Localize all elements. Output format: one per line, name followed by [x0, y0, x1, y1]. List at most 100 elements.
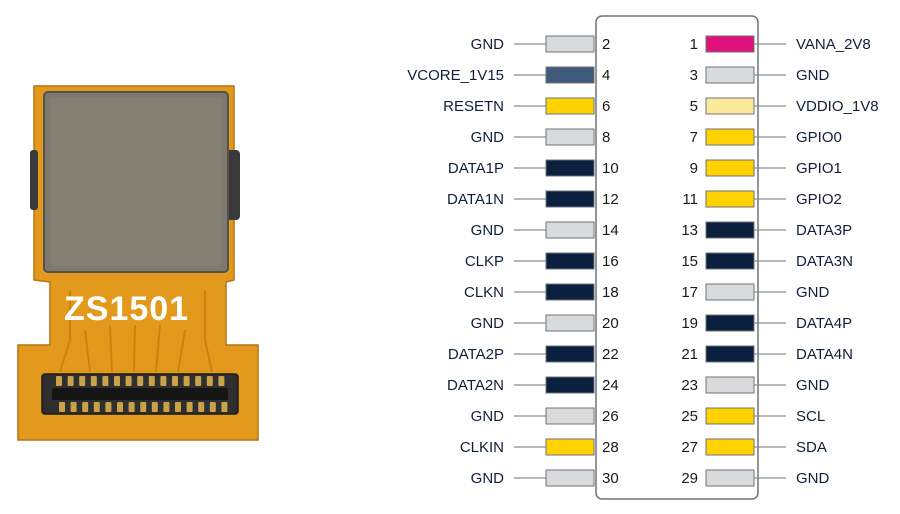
- pin-swatch: [545, 469, 595, 487]
- pin-row: 21 DATA4N: [681, 345, 853, 363]
- pin-label: GND: [796, 67, 830, 84]
- connector-contact: [56, 376, 62, 386]
- pin-swatch: [705, 221, 755, 239]
- pin-swatch: [705, 376, 755, 394]
- pin-swatch: [545, 221, 595, 239]
- connector-contact: [93, 402, 100, 412]
- pin-number: 6: [602, 98, 610, 115]
- pin-label: GPIO1: [796, 160, 842, 177]
- board-connector-slot: [52, 388, 228, 400]
- pin-label: GPIO2: [796, 191, 842, 208]
- pin-row: 19 DATA4P: [681, 314, 852, 332]
- connector-contacts-top: [56, 376, 225, 386]
- connector-contact: [59, 402, 65, 412]
- pin-label: DATA4P: [796, 315, 852, 332]
- pin-label: DATA2N: [447, 377, 504, 394]
- pin-number: 26: [602, 408, 619, 425]
- pin-number: 23: [681, 377, 698, 394]
- camera-module: ZS1501: [17, 85, 259, 441]
- pin-number: 27: [681, 439, 698, 456]
- connector-contact: [140, 402, 147, 412]
- pin-label: CLKIN: [460, 439, 504, 456]
- connector-contact: [70, 402, 77, 412]
- shield-can-top: [50, 98, 222, 266]
- pin-label: GND: [471, 222, 505, 239]
- pin-label: CLKN: [464, 284, 504, 301]
- pin-row: CLKN 18: [464, 283, 619, 301]
- pin-swatch: [705, 97, 755, 115]
- pin-swatch: [705, 159, 755, 177]
- pin-number: 18: [602, 284, 619, 301]
- pin-number: 8: [602, 129, 610, 146]
- pin-label: GND: [471, 315, 505, 332]
- connector-contact: [137, 376, 144, 386]
- connector-contact: [67, 376, 74, 386]
- connector-contact: [221, 402, 228, 412]
- pin-label: GND: [471, 129, 505, 146]
- pin-number: 3: [690, 67, 698, 84]
- pin-swatch: [545, 128, 595, 146]
- pin-number: 9: [690, 160, 698, 177]
- pin-swatch: [545, 159, 595, 177]
- pin-number: 21: [681, 346, 698, 363]
- pin-number: 17: [681, 284, 698, 301]
- connector-contact: [105, 402, 112, 412]
- pin-swatch: [545, 252, 595, 270]
- pin-number: 30: [602, 470, 619, 487]
- connector-contact: [163, 402, 170, 412]
- connector-contact: [148, 376, 155, 386]
- pin-number: 13: [681, 222, 698, 239]
- pin-number: 29: [681, 470, 698, 487]
- connector-contact: [206, 376, 213, 386]
- pin-swatch: [705, 283, 755, 301]
- pin-number: 11: [682, 191, 698, 208]
- pin-label: DATA4N: [796, 346, 853, 363]
- pin-swatch: [545, 66, 595, 84]
- connector-contacts-bottom: [59, 402, 228, 412]
- connector-contact: [218, 376, 225, 386]
- pin-number: 7: [690, 129, 698, 146]
- pin-swatch: [705, 252, 755, 270]
- pin-number: 4: [602, 67, 610, 84]
- module-side-tab: [226, 150, 240, 220]
- module-side-tab: [30, 150, 38, 210]
- pin-label: DATA3N: [796, 253, 853, 270]
- connector-contact: [82, 402, 89, 412]
- pin-number: 14: [602, 222, 619, 239]
- pin-number: 22: [602, 346, 619, 363]
- pin-label: VDDIO_1V8: [796, 98, 879, 115]
- pin-swatch: [705, 345, 755, 363]
- connector-contact: [160, 376, 167, 386]
- pin-label: VCORE_1V15: [407, 67, 504, 84]
- pin-number: 10: [602, 160, 619, 177]
- connector-contact: [183, 376, 190, 386]
- pin-number: 16: [602, 253, 619, 270]
- pin-swatch: [705, 407, 755, 425]
- pin-label: SCL: [796, 408, 825, 425]
- pin-row: GND 20: [471, 314, 619, 332]
- flex-traces: [59, 290, 213, 373]
- pin-number: 20: [602, 315, 619, 332]
- pin-row: GND 8: [471, 128, 610, 146]
- pin-row: 9 GPIO1: [690, 159, 842, 177]
- pin-number: 12: [602, 191, 619, 208]
- connector-contact: [128, 402, 135, 412]
- connector-contact: [117, 402, 123, 412]
- pin-number: 19: [681, 315, 698, 332]
- connector-contact: [151, 402, 158, 412]
- pin-row: 23 GND: [681, 376, 830, 394]
- pin-label: GND: [796, 284, 830, 301]
- pin-label: GND: [471, 36, 505, 53]
- pin-label: GND: [796, 377, 830, 394]
